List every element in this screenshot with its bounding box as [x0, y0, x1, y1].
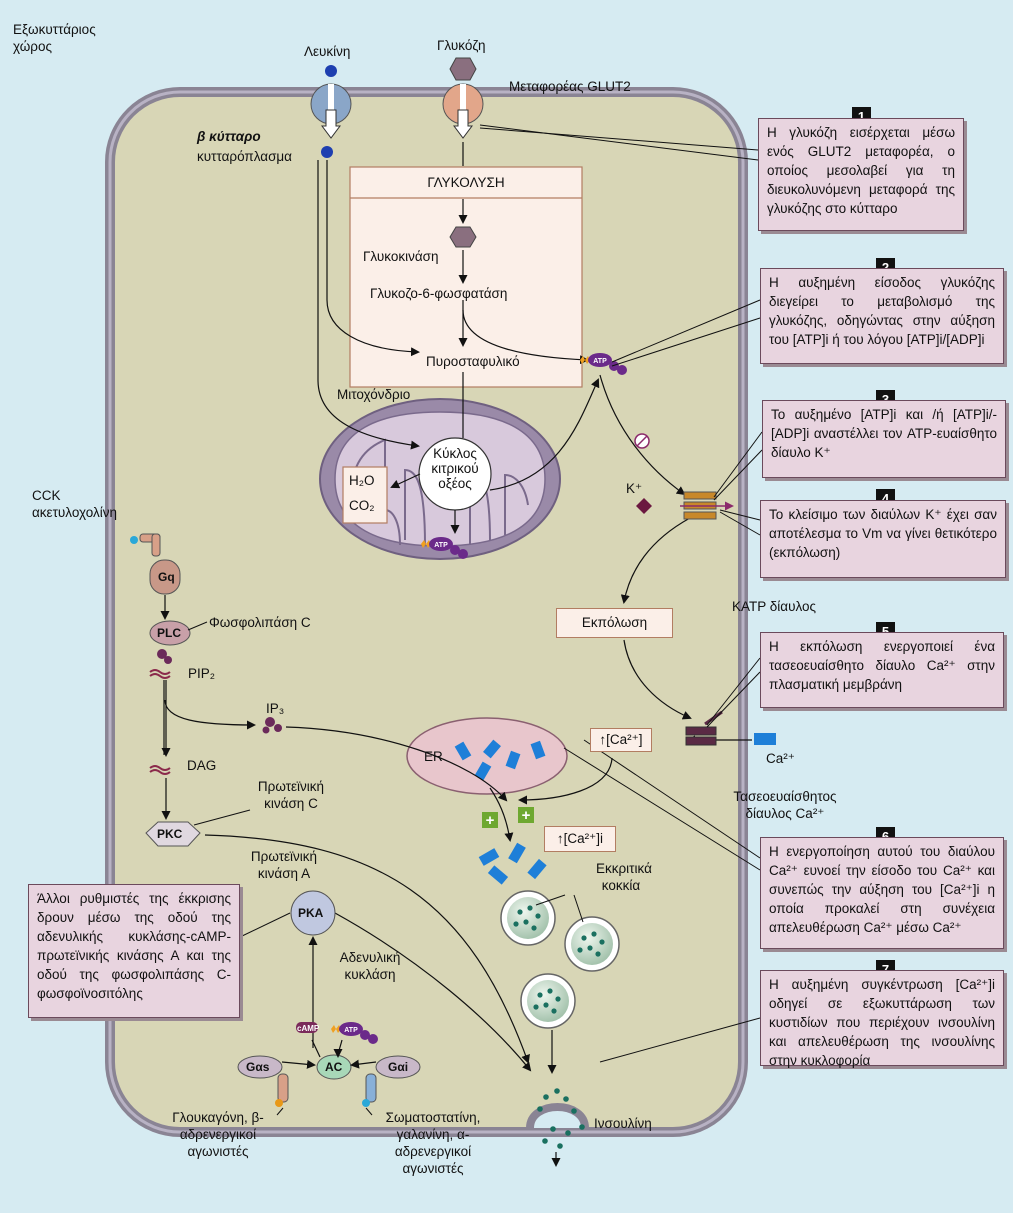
pyruvate-label: Πυροσταφυλικό — [426, 354, 520, 369]
step-6-callout: Η ενεργοποίηση αυτού του διαύλου Ca²⁺ ευ… — [760, 837, 1004, 949]
plc-enzyme — [149, 620, 191, 646]
ca-ion-label: Ca²⁺ — [766, 751, 795, 766]
leucine-molecule-out — [325, 65, 337, 77]
glycolysis-label: ΓΛΥΚΟΛΥΣΗ — [427, 175, 505, 190]
glucagon-label: Γλουκαγόνη, β-αδρενεργικοί αγωνιστές — [172, 1110, 264, 1159]
step-7-callout: Η αυξημένη συγκέντρωση [Ca²⁺]i οδηγεί σε… — [760, 970, 1004, 1068]
plc-label: PLC — [157, 626, 181, 640]
gai-label: Gαi — [388, 1060, 409, 1074]
katp-channel — [680, 491, 734, 520]
ip3-molecule — [262, 717, 282, 734]
granules-label: Εκκριτικά κοκκία — [596, 861, 652, 893]
ac-label: AC — [325, 1060, 343, 1074]
callout-leaders — [479, 124, 763, 1063]
glucose-molecule-in — [449, 226, 477, 248]
plus-markers: + + — [482, 807, 534, 829]
dag-label: DAG — [187, 758, 217, 773]
pka-enzyme — [290, 890, 336, 936]
leucine-molecule-in — [321, 146, 333, 158]
gas-label: Gαs — [246, 1060, 270, 1074]
gai-protein — [375, 1055, 421, 1079]
step-4-callout: Το κλείσιμο των διαύλων K⁺ έχει σαν αποτ… — [760, 500, 1006, 578]
plus-sign-1: + — [486, 812, 495, 829]
pip2-label: PIP₂ — [188, 666, 215, 681]
step-2-callout: Η αυξημένη είσοδος γλυκόζης διεγείρει το… — [760, 268, 1004, 364]
atp-label-3: ATP — [344, 1027, 358, 1034]
cck-label: CCK ακετυλοχολίνη — [32, 488, 117, 520]
endoplasmic-reticulum — [406, 717, 568, 795]
gas-receptor — [275, 1073, 289, 1107]
ca-er-box: ↑[Ca²⁺] — [590, 728, 652, 752]
step-5-callout: Η εκπόλωση ενεργοποιεί ένα τασεοευαίσθητ… — [760, 632, 1004, 708]
camp-label: cAMP — [297, 1024, 320, 1033]
cytosol-calcium — [478, 842, 547, 885]
leucine-label: Λευκίνη — [304, 44, 351, 59]
gai-receptor — [362, 1073, 377, 1107]
somatostatin-label: Σωματοστατίνη, γαλανίνη, α-αδρενεργικοί … — [385, 1110, 481, 1176]
pka-label: PKA — [298, 906, 324, 920]
beta-cell-label: β κύτταρο — [197, 129, 261, 144]
plus-sign-2: + — [522, 807, 531, 824]
gq-label: Gq — [158, 570, 175, 584]
citric-cycle-label: Κύκλος κιτρικού οξέος — [431, 446, 479, 491]
g6p-label: Γλυκοζο-6-φωσφατάση — [370, 286, 508, 301]
ca-ion-out — [754, 733, 776, 745]
ca-channel-label: Τασεοευαίσθητος δίαυλος Ca²⁺ — [733, 789, 837, 821]
katp-label: KATP δίαυλος — [732, 599, 817, 614]
ca-i-box: ↑[Ca²⁺]i — [544, 826, 616, 852]
cell-membrane-inner — [108, 90, 745, 1134]
co2-label: CO₂ — [349, 498, 375, 513]
insulin-label: Ινσουλίνη — [594, 1116, 652, 1131]
k-ion-label: K⁺ — [626, 481, 643, 496]
adenylyl-label: Αδενυλική κυκλάση — [339, 950, 401, 982]
leucine-transporter — [310, 65, 352, 158]
cytoplasm-label: κυτταρόπλασμα — [197, 149, 292, 164]
glucokinase-label: Γλυκοκινάση — [363, 249, 439, 264]
step-1-callout: Η γλυκόζη εισέρχεται μέσω ενός GLUT2 μετ… — [758, 118, 964, 231]
h2o-label: H₂O — [349, 473, 375, 488]
atp-label-2: ATP — [434, 542, 448, 549]
secretory-granules — [500, 890, 620, 1029]
extracellular-label: Εξωκυττάριος χώρος — [13, 22, 96, 54]
k-ion — [636, 498, 652, 514]
step-3-callout: Το αυξημένο [ATP]i και /ή [ATP]i/-[ADP]i… — [762, 400, 1006, 478]
dag-molecule — [149, 765, 171, 775]
mitochondrion-label: Μιτοχόνδριο — [337, 387, 411, 402]
depolarization-box: Εκπόλωση — [556, 608, 673, 638]
glut2-label: Μεταφορέας GLUT2 — [509, 79, 631, 94]
other-regulators-note: Άλλοι ρυθμιστές της έκκρισης δρουν μέσω … — [28, 884, 240, 1018]
cck-receptor — [130, 533, 181, 595]
atp-label-1: ATP — [593, 358, 607, 365]
pkc-name-label: Πρωτεϊνική κινάση C — [257, 779, 325, 811]
camp-molecule — [296, 1022, 318, 1033]
glucose-molecule-out — [449, 57, 477, 81]
pip2-molecule — [149, 649, 172, 679]
inhibition-icon — [634, 433, 650, 449]
exocytosis-site — [526, 1103, 589, 1129]
glucose-label: Γλυκόζη — [437, 38, 486, 53]
insulin-molecules — [537, 1088, 585, 1149]
pkc-label: PKC — [157, 827, 183, 841]
gas-protein — [237, 1055, 283, 1079]
atp-icon: ATP ATP ATP — [331, 353, 627, 1044]
ip3-label: IP₃ — [266, 701, 285, 716]
phospholipase-label: Φωσφολιπάση C — [209, 615, 311, 630]
pka-name-label: Πρωτεϊνική κινάση Α — [250, 849, 318, 881]
er-label: ER — [424, 749, 443, 764]
pkc-enzyme — [145, 821, 201, 847]
glut2-transporter — [442, 57, 484, 139]
er-calcium — [454, 739, 546, 781]
